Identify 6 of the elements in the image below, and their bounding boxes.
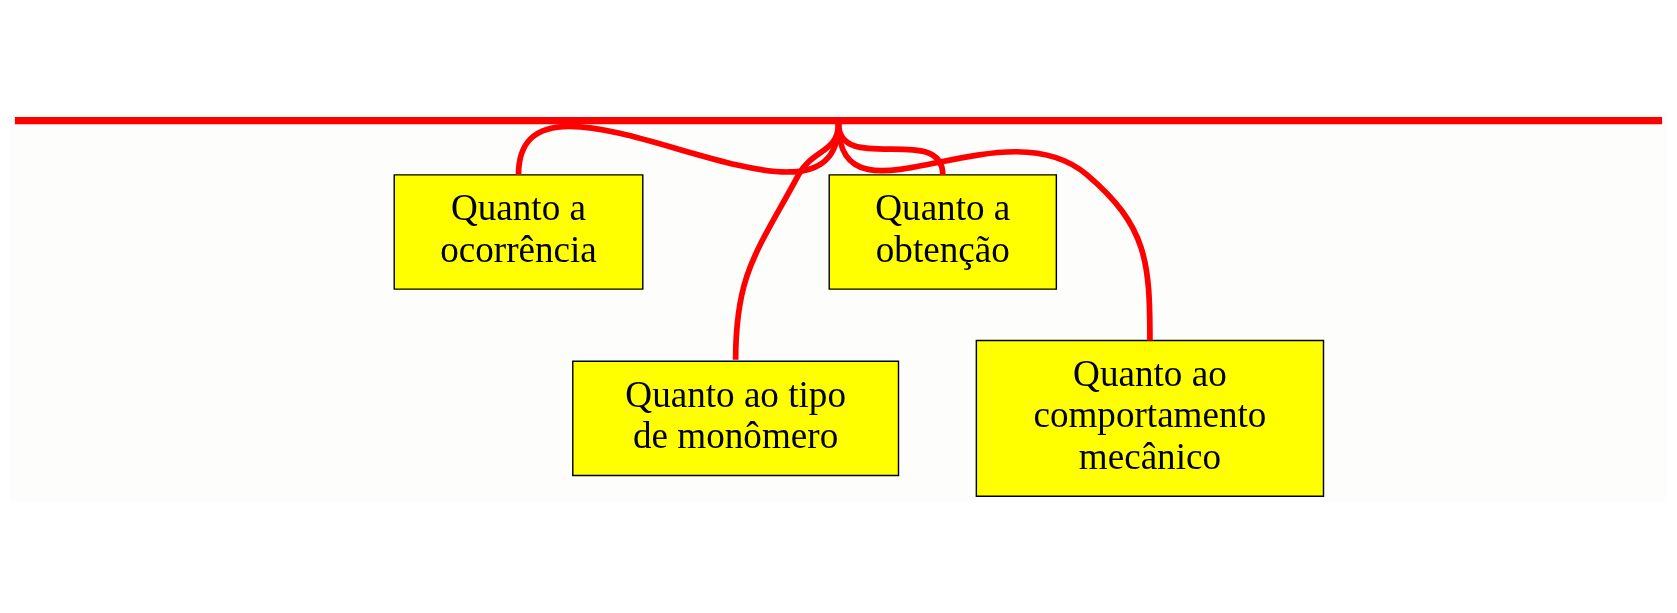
node-bar bbox=[14, 116, 1663, 124]
node-box: Quanto ao tipo de monômero bbox=[572, 360, 900, 476]
connector bbox=[835, 122, 1153, 341]
node-box: Quanto a ocorrência bbox=[393, 173, 644, 290]
node-box: Quanto ao comportamento mecânico bbox=[975, 339, 1325, 497]
node-box: Quanto a obtenção bbox=[828, 173, 1058, 290]
